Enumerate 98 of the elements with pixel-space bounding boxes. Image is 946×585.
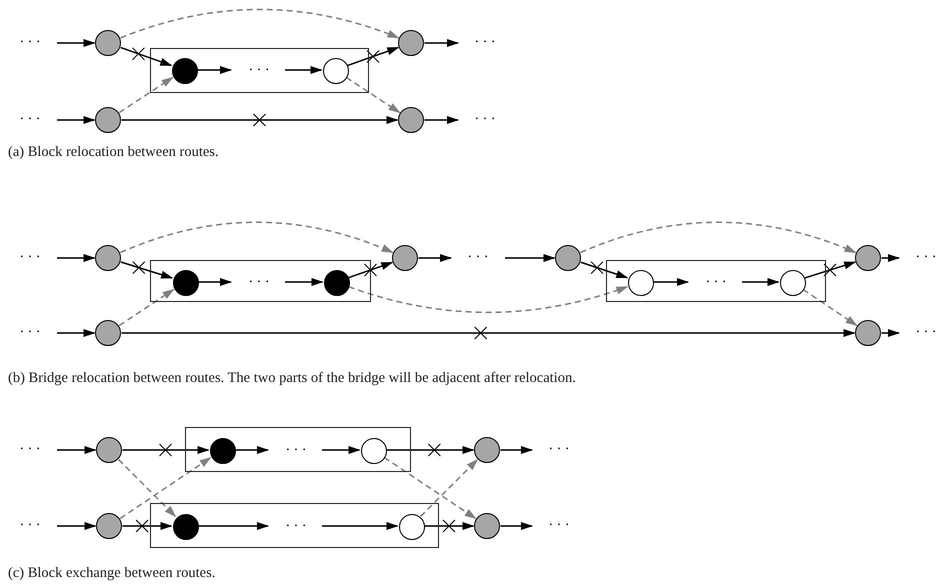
ellipsis-text: · · · — [474, 113, 496, 127]
ellipsis-text: · · · — [20, 519, 40, 533]
arrow — [742, 278, 780, 286]
route-node-circle — [398, 30, 424, 56]
dashed-arrow — [348, 286, 628, 314]
arrow — [122, 329, 856, 337]
route-node-circle — [173, 270, 199, 296]
route-node-circle — [555, 245, 581, 271]
ellipsis-text: · · · — [20, 113, 40, 127]
route-node-circle — [324, 270, 350, 296]
route-node-circle — [398, 107, 424, 133]
arrow — [57, 522, 96, 530]
block-frame — [150, 503, 439, 548]
arrow — [198, 278, 232, 286]
arrow — [500, 522, 533, 530]
arrow — [120, 46, 172, 66]
arrow — [424, 116, 459, 124]
route-node-circle — [323, 58, 349, 84]
dashed-arrow — [580, 222, 857, 254]
arrow — [500, 446, 533, 454]
route-node-circle — [361, 438, 387, 464]
arrow — [348, 262, 394, 278]
arrow — [322, 446, 360, 454]
arrow — [654, 278, 689, 286]
route-node-circle — [210, 438, 236, 464]
dashed-arrow — [118, 76, 174, 114]
block-frame — [606, 260, 826, 302]
arrow — [285, 278, 324, 286]
route-node-circle — [780, 270, 806, 296]
arrow — [322, 522, 398, 530]
arrow — [424, 39, 459, 47]
dashed-arrow — [120, 8, 400, 39]
arrow — [804, 261, 856, 279]
route-node-circle — [855, 320, 881, 346]
route-node-circle — [399, 514, 425, 540]
arrow — [198, 522, 269, 530]
block-frame — [150, 260, 371, 302]
arrow — [424, 522, 474, 530]
figure-caption: (a) Block relocation between routes. — [8, 143, 219, 161]
route-node-circle — [474, 437, 500, 463]
route-node-circle — [96, 513, 122, 539]
arrow — [57, 39, 96, 47]
ellipsis-text: · · · — [548, 519, 570, 533]
ellipsis-text: · · · — [20, 326, 40, 340]
route-node-circle — [95, 107, 121, 133]
ellipsis-text: · · · — [286, 520, 306, 534]
dashed-arrow — [420, 458, 478, 517]
arrow — [236, 446, 269, 454]
ellipsis-text: · · · — [468, 251, 488, 265]
route-node-circle — [95, 30, 121, 56]
ellipsis-text: · · · — [474, 36, 496, 50]
route-node-circle — [96, 437, 122, 463]
dashed-arrow — [120, 456, 212, 520]
route-node-circle — [474, 513, 500, 539]
arrow — [882, 254, 900, 262]
ellipsis-text: · · · — [248, 276, 270, 290]
route-node-circle — [172, 58, 198, 84]
arrow — [198, 66, 232, 74]
route-node-circle — [628, 270, 654, 296]
dashed-arrow — [346, 76, 401, 114]
ellipsis-text: · · · — [706, 276, 726, 290]
dashed-arrow — [118, 459, 176, 518]
arrow — [57, 329, 96, 337]
dashed-arrow — [802, 288, 858, 326]
ellipsis-text: · · · — [20, 36, 40, 50]
ellipsis-text: · · · — [20, 251, 40, 265]
arrow — [505, 254, 556, 262]
arrow — [122, 446, 210, 454]
arrow — [57, 254, 96, 262]
route-node-circle — [855, 245, 881, 271]
ellipsis-text: · · · — [548, 443, 570, 457]
block-frame — [185, 427, 411, 472]
dashed-arrow — [384, 456, 477, 520]
arrow — [122, 116, 398, 124]
figure-caption: (c) Block exchange between routes. — [8, 564, 216, 582]
dashed-arrow — [118, 288, 175, 326]
ellipsis-text: · · · — [916, 326, 936, 340]
route-node-circle — [95, 320, 121, 346]
block-frame — [150, 48, 369, 93]
arrow — [882, 329, 900, 337]
ellipsis-text: · · · — [20, 443, 40, 457]
figure-caption: (b) Bridge relocation between routes. The two parts of the bridge will be adjacent after relocation. — [8, 369, 576, 387]
arrow — [580, 262, 628, 278]
arrow — [347, 46, 400, 66]
arrow — [120, 261, 174, 279]
route-node-circle — [173, 514, 199, 540]
arrow — [57, 116, 96, 124]
arrow — [285, 66, 322, 74]
arrow — [386, 446, 474, 454]
arrow — [122, 522, 172, 530]
arrow — [418, 254, 452, 262]
ellipsis-text: · · · — [286, 444, 306, 458]
dashed-arrow — [120, 222, 394, 254]
ellipsis-text: · · · — [916, 251, 936, 265]
route-node-circle — [95, 245, 121, 271]
route-node-circle — [392, 245, 418, 271]
ellipsis-text: · · · — [248, 64, 270, 78]
arrow — [57, 446, 96, 454]
